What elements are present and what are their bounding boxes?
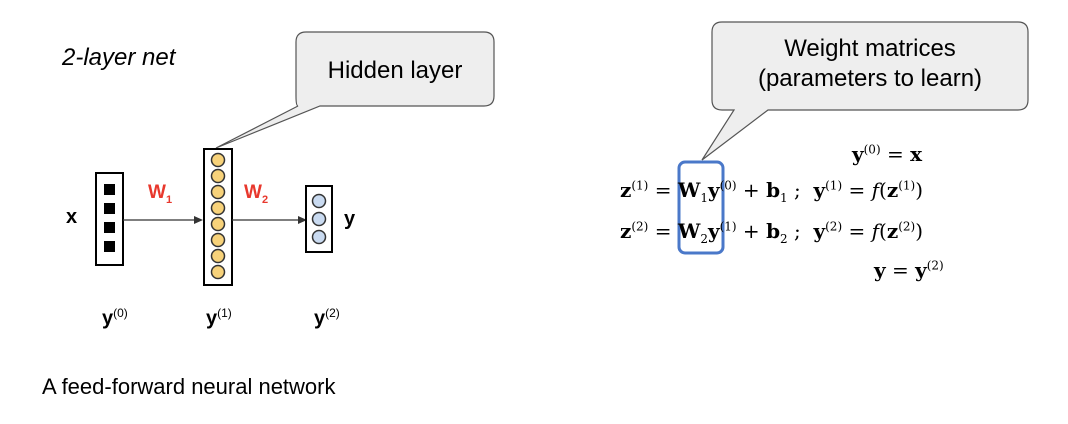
input-unit xyxy=(104,222,115,233)
hidden-neuron xyxy=(210,168,226,184)
weight-matrices-callout xyxy=(701,21,1029,161)
input-unit xyxy=(104,203,115,214)
weight-label-w1: W1 xyxy=(148,182,173,206)
arrow-w2-head xyxy=(298,216,307,224)
equation-output: y = y(2) xyxy=(874,258,944,282)
equation-y0: y(0) = x xyxy=(852,142,923,166)
hidden-neuron xyxy=(210,264,226,280)
layer-label-2: y(2) xyxy=(314,306,340,330)
layer-label-1: y(1) xyxy=(206,306,232,330)
hidden-neuron xyxy=(210,232,226,248)
equation-layer-1: z(1) = W1y(0) + b1 ; y(1) = f(z(1)) xyxy=(620,178,923,205)
hidden-neurons xyxy=(210,152,226,280)
hidden-neuron xyxy=(210,152,226,168)
diagram-caption: A feed-forward neural network xyxy=(42,374,336,399)
output-neuron xyxy=(311,229,327,245)
hidden-neuron xyxy=(210,184,226,200)
diagram-title: 2-layer net xyxy=(62,44,176,71)
layer-label-0: y(0) xyxy=(102,306,128,330)
output-neuron xyxy=(311,193,327,209)
arrow-w1-head xyxy=(194,216,203,224)
equation-layer-2: z(2) = W2y(1) + b2 ; y(2) = f(z(2)) xyxy=(620,219,923,246)
hidden-neuron xyxy=(210,200,226,216)
input-unit xyxy=(104,184,115,195)
output-neuron xyxy=(311,211,327,227)
input-label: x xyxy=(66,206,78,228)
output-label: y xyxy=(344,208,356,230)
weight-label-w2: W2 xyxy=(244,182,269,206)
hidden-layer-callout-text: Hidden layer xyxy=(327,57,463,84)
hidden-layer-callout xyxy=(215,31,495,149)
weight-matrices-callout-text: Weight matrices (parameters to learn) xyxy=(712,34,1028,94)
callout-line-1: Weight matrices xyxy=(784,35,956,62)
input-unit xyxy=(104,241,115,252)
weight-highlight-box xyxy=(677,160,725,255)
callout-line-2: (parameters to learn) xyxy=(757,65,983,92)
hidden-neuron xyxy=(210,248,226,264)
hidden-neuron xyxy=(210,216,226,232)
